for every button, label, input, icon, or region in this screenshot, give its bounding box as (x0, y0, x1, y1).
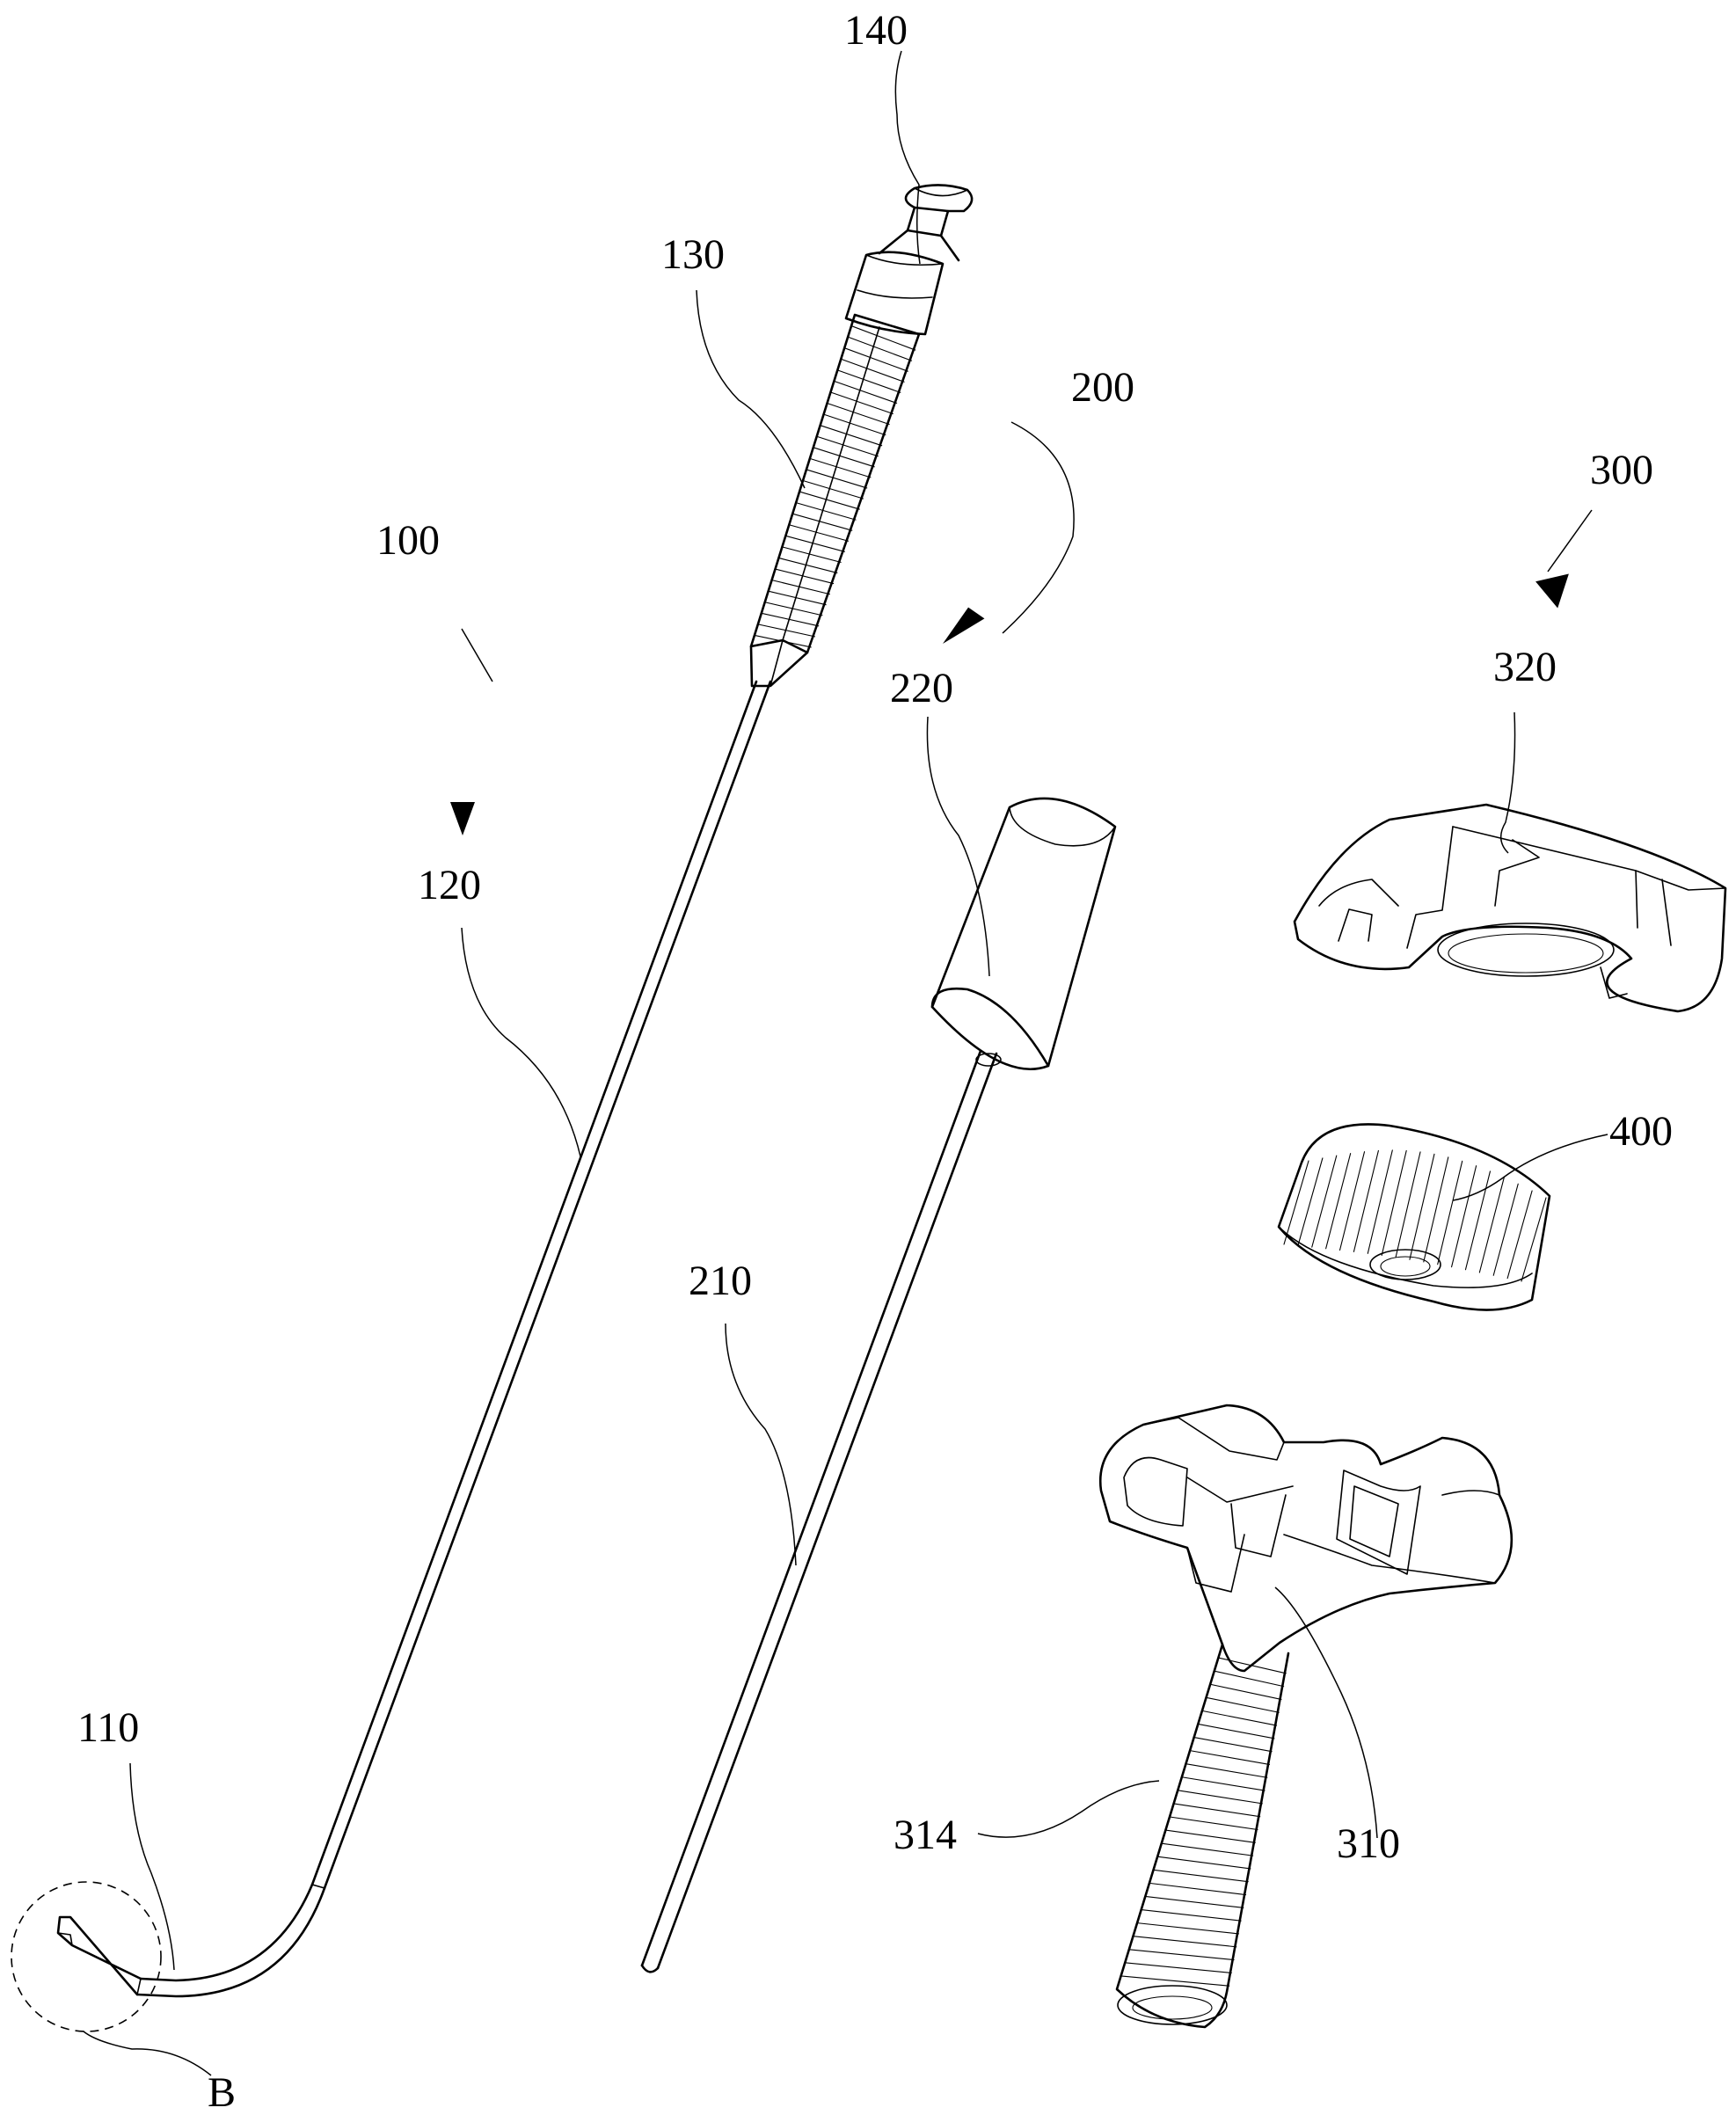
leader-130 (696, 289, 806, 489)
threaded-stem-314 (1115, 1643, 1290, 2029)
arrow-300-icon (1535, 573, 1569, 609)
label-314: 314 (894, 1812, 957, 1858)
leader-300 (1547, 509, 1593, 573)
leader-200 (1002, 421, 1075, 634)
leader-100 (461, 628, 493, 682)
detail-circle-b (11, 1881, 162, 2032)
bracket-310 (1098, 1404, 1514, 2029)
cap-320 (1293, 803, 1727, 1013)
label-310: 310 (1337, 1820, 1400, 1867)
label-300: 300 (1590, 447, 1653, 493)
leader-220 (926, 716, 990, 977)
head-140 (878, 184, 974, 262)
label-320: 320 (1493, 644, 1557, 690)
label-110: 110 (77, 1704, 139, 1751)
label-200: 200 (1071, 364, 1134, 411)
leader-400 (1452, 1134, 1608, 1201)
arrow-200-icon (942, 607, 985, 644)
label-130: 130 (661, 231, 725, 278)
leader-314 (977, 1780, 1160, 1838)
leader-320 (1500, 711, 1516, 854)
leader-b (83, 2031, 212, 2076)
leader-lines (83, 50, 1608, 2076)
stylet-rod-210 (640, 1049, 998, 1973)
threaded-shank-130 (749, 313, 921, 654)
leader-210 (725, 1323, 797, 1566)
sleeve-220 (930, 797, 1117, 1070)
reference-labels: 140 130 200 100 300 320 220 120 400 210 … (77, 7, 1673, 2115)
leader-140 (894, 50, 921, 265)
instrument-100 (56, 184, 974, 1998)
label-140: 140 (844, 7, 908, 54)
stylet-200 (640, 797, 1117, 1973)
label-120: 120 (418, 862, 481, 908)
label-400: 400 (1609, 1108, 1673, 1155)
leader-120 (461, 927, 581, 1157)
label-210: 210 (689, 1258, 752, 1304)
leader-110 (129, 1762, 175, 1971)
label-100: 100 (376, 517, 440, 564)
label-220: 220 (890, 665, 953, 711)
leader-310 (1274, 1586, 1378, 1839)
arrow-100-icon (450, 802, 475, 835)
rod-120 (56, 680, 772, 1998)
arrows (450, 573, 1569, 835)
label-b: B (208, 2069, 236, 2115)
nut-400 (1277, 1123, 1551, 1311)
